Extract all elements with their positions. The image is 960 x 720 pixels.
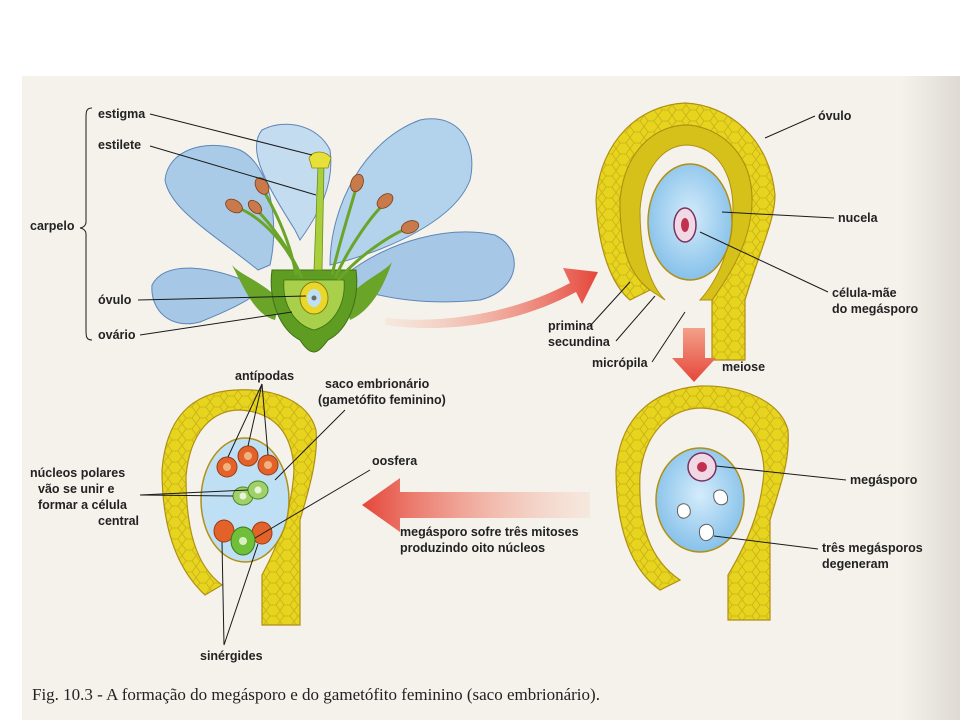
label-saco-2: (gametófito feminino) (318, 393, 446, 407)
leader-polares-2 (139, 489, 249, 496)
leader-ovulo-flower (137, 295, 307, 301)
leader-micropila (651, 311, 686, 363)
label-ovario: ovário (98, 328, 136, 342)
leader-megasporo (715, 465, 847, 481)
label-polares-2: vão se unir e (38, 482, 114, 496)
label-saco-1: saco embrionário (325, 377, 430, 391)
label-tres-2: degeneram (822, 557, 889, 571)
label-celula-mae-2: do megásporo (832, 302, 918, 316)
embryo-sac-integument (161, 389, 317, 626)
label-celula-mae-1: célula-mãe (832, 286, 897, 300)
synergids (213, 519, 273, 545)
arrow-flower-to-ovule (385, 268, 598, 329)
label-tres-1: três megásporos (822, 541, 923, 555)
embryo-sac-illustration (161, 389, 317, 626)
megaspore-integument (615, 385, 789, 621)
label-sinergides: sinérgides (200, 649, 263, 663)
label-ovulo-flower: óvulo (98, 293, 132, 307)
label-polares-3: formar a célula (38, 498, 128, 512)
sepal-right (345, 262, 392, 320)
ovule-inner-integument (619, 124, 753, 301)
leader-estilete (149, 145, 317, 196)
arrow-meiose (672, 328, 716, 382)
leader-celula-mae (699, 231, 829, 293)
megaspore-illustration (615, 385, 789, 621)
leader-antipodas-2 (247, 383, 263, 447)
anthers (225, 173, 420, 234)
label-oosfera: oosfera (372, 454, 418, 468)
label-antipodas: antípodas (235, 369, 294, 383)
label-mitoses-2: produzindo oito núcleos (400, 541, 545, 555)
degenerating-megaspores (676, 489, 729, 542)
sepal-left (232, 265, 280, 320)
label-micropila: micrópila (592, 356, 649, 370)
leader-oosfera (254, 469, 371, 539)
label-megasporo: megásporo (850, 473, 918, 487)
label-carpelo: carpelo (30, 219, 75, 233)
figure-caption: Fig. 10.3 - A formação do megásporo e do… (32, 685, 600, 704)
leader-ovario (139, 311, 293, 336)
leader-antipodas-1 (227, 383, 263, 458)
leader-tres (713, 535, 819, 550)
megaspore-nucellus (655, 447, 745, 553)
leader-polares-1 (139, 494, 234, 497)
label-mitoses-1: megásporo sofre três mitoses (400, 525, 579, 539)
petal-left (151, 267, 259, 325)
leader-estigma (149, 113, 313, 156)
leader-ovulo (764, 115, 816, 139)
ovule-illustration (595, 102, 776, 361)
page-shadow (900, 76, 960, 720)
carpelo-brace (79, 107, 93, 341)
arrow-mitoses (362, 478, 590, 532)
petal-right (344, 231, 515, 303)
stigma (308, 151, 332, 169)
leader-nucela (721, 211, 835, 219)
label-ovulo: óvulo (818, 109, 852, 123)
leader-secundina (615, 295, 656, 342)
label-meiose: meiose (722, 360, 765, 374)
label-primina: primina (548, 319, 594, 333)
label-estigma: estigma (98, 107, 146, 121)
leader-sinergides-1 (221, 541, 225, 646)
leader-primina (589, 281, 631, 327)
leader-saco (274, 409, 346, 481)
label-polares-1: núcleos polares (30, 466, 125, 480)
flower-illustration (151, 118, 515, 353)
label-secundina: secundina (548, 335, 611, 349)
label-nucela: nucela (838, 211, 879, 225)
leader-sinergides-2 (223, 543, 259, 646)
label-estilete: estilete (98, 138, 141, 152)
leader-antipodas-3 (261, 383, 269, 456)
label-polares-4: central (98, 514, 139, 528)
